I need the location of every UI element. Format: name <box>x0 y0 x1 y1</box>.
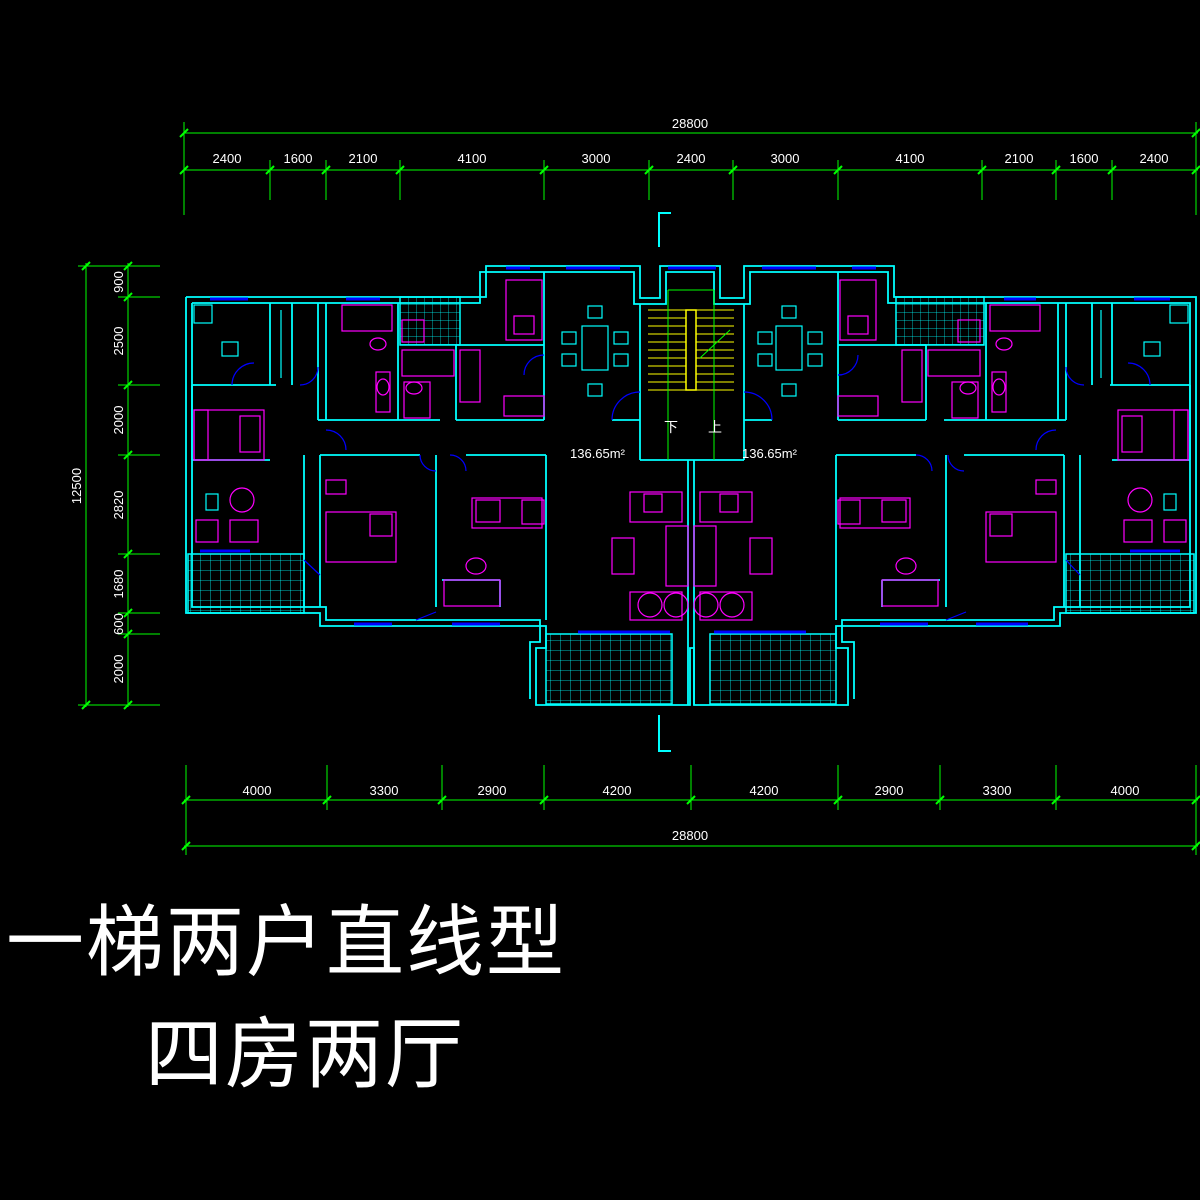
door-swings <box>231 354 1151 621</box>
left-dim-label: 900 <box>111 271 126 293</box>
top-dimension-ticks <box>179 128 1200 175</box>
top-total-dimension: 28800 <box>672 116 708 131</box>
left-dim-label: 2000 <box>111 655 126 684</box>
top-dim-label: 4100 <box>896 151 925 166</box>
top-dim-label: 3000 <box>771 151 800 166</box>
top-dim-label: 2100 <box>349 151 378 166</box>
bottom-dim-label: 3300 <box>983 783 1012 798</box>
top-dim-label: 2100 <box>1005 151 1034 166</box>
bottom-dim-label: 4000 <box>243 783 272 798</box>
top-dim-label: 2400 <box>1140 151 1169 166</box>
top-segment-labels: 2400 1600 2100 4100 3000 2400 3000 4100 … <box>213 151 1169 166</box>
left-dim-label: 2000 <box>111 406 126 435</box>
bottom-total-dimension: 28800 <box>672 828 708 843</box>
walls <box>185 265 1197 706</box>
left-dimension-ticks <box>81 261 133 710</box>
bottom-dim-label: 4200 <box>750 783 779 798</box>
unit-area-left: 136.65m² <box>570 446 626 461</box>
top-dim-label: 2400 <box>213 151 242 166</box>
staircase: 下 上 <box>648 289 734 460</box>
stair-down-label: 下 <box>664 420 678 436</box>
top-dimension-chain <box>183 122 1198 215</box>
windows <box>200 266 1180 634</box>
bottom-dim-label: 2900 <box>875 783 904 798</box>
stair-up-label: 上 <box>708 420 722 436</box>
left-dim-label: 2500 <box>111 327 126 356</box>
left-segment-labels: 900 2500 2000 2820 1680 600 2000 <box>111 271 126 683</box>
bottom-dim-label: 4200 <box>603 783 632 798</box>
top-dim-label: 2400 <box>677 151 706 166</box>
top-dim-label: 1600 <box>1070 151 1099 166</box>
bottom-segment-labels: 4000 3300 2900 4200 4200 2900 3300 4000 <box>243 783 1140 798</box>
bottom-dim-label: 2900 <box>478 783 507 798</box>
left-dim-label: 2820 <box>111 491 126 520</box>
left-total-dimension: 12500 <box>69 468 84 504</box>
bottom-dimension-ticks <box>181 795 1200 851</box>
unit-area-right: 136.65m² <box>742 446 798 461</box>
top-dim-label: 4100 <box>458 151 487 166</box>
bottom-dim-label: 3300 <box>370 783 399 798</box>
balconies <box>187 296 1195 705</box>
top-dim-label: 1600 <box>284 151 313 166</box>
left-dim-label: 1680 <box>111 570 126 599</box>
title-line-2: 四房两厅 <box>145 1010 466 1100</box>
bottom-dim-label: 4000 <box>1111 783 1140 798</box>
top-dim-label: 3000 <box>582 151 611 166</box>
section-markers <box>658 212 671 752</box>
dining-and-fixtures <box>193 304 1189 511</box>
title-line-1: 一梯两户直线型 <box>6 898 567 988</box>
left-dim-label: 600 <box>111 613 126 635</box>
furniture <box>193 279 1189 621</box>
